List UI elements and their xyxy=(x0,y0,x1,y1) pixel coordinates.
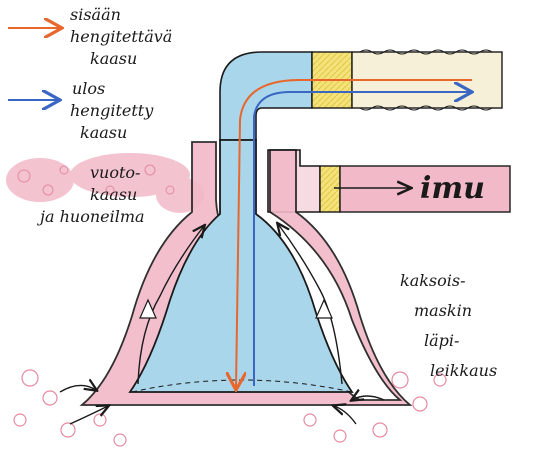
exhaled-line-2: hengitetty xyxy=(70,101,154,120)
legend-exhaled: ulos hengitetty kaasu xyxy=(8,79,154,142)
open-arrow-right xyxy=(316,300,332,318)
exhaled-line-1: ulos xyxy=(72,79,105,98)
leak-label-line-3: ja huoneilma xyxy=(37,207,145,226)
leak-gas-cloud-left xyxy=(6,153,204,213)
caption-line-4: leikkaus xyxy=(430,361,497,380)
exhaled-line-3: kaasu xyxy=(80,123,127,142)
caption-line-3: läpi- xyxy=(424,331,459,350)
legend-inhaled: sisään hengitettävä kaasu xyxy=(8,5,172,68)
caption-line-2: maskin xyxy=(414,301,472,320)
inhaled-line-3: kaasu xyxy=(90,49,137,68)
suction-hose: imu xyxy=(268,150,510,212)
inhaled-line-1: sisään xyxy=(70,5,121,24)
inhaled-line-2: hengitettävä xyxy=(70,27,172,46)
leak-label-line-2: kaasu xyxy=(90,185,137,204)
suction-label: imu xyxy=(420,171,485,206)
caption-line-1: kaksois- xyxy=(400,271,466,290)
breathing-hose xyxy=(220,50,502,140)
suction-hose-yellow xyxy=(320,166,340,212)
leak-label-line-1: vuoto- xyxy=(90,163,140,182)
